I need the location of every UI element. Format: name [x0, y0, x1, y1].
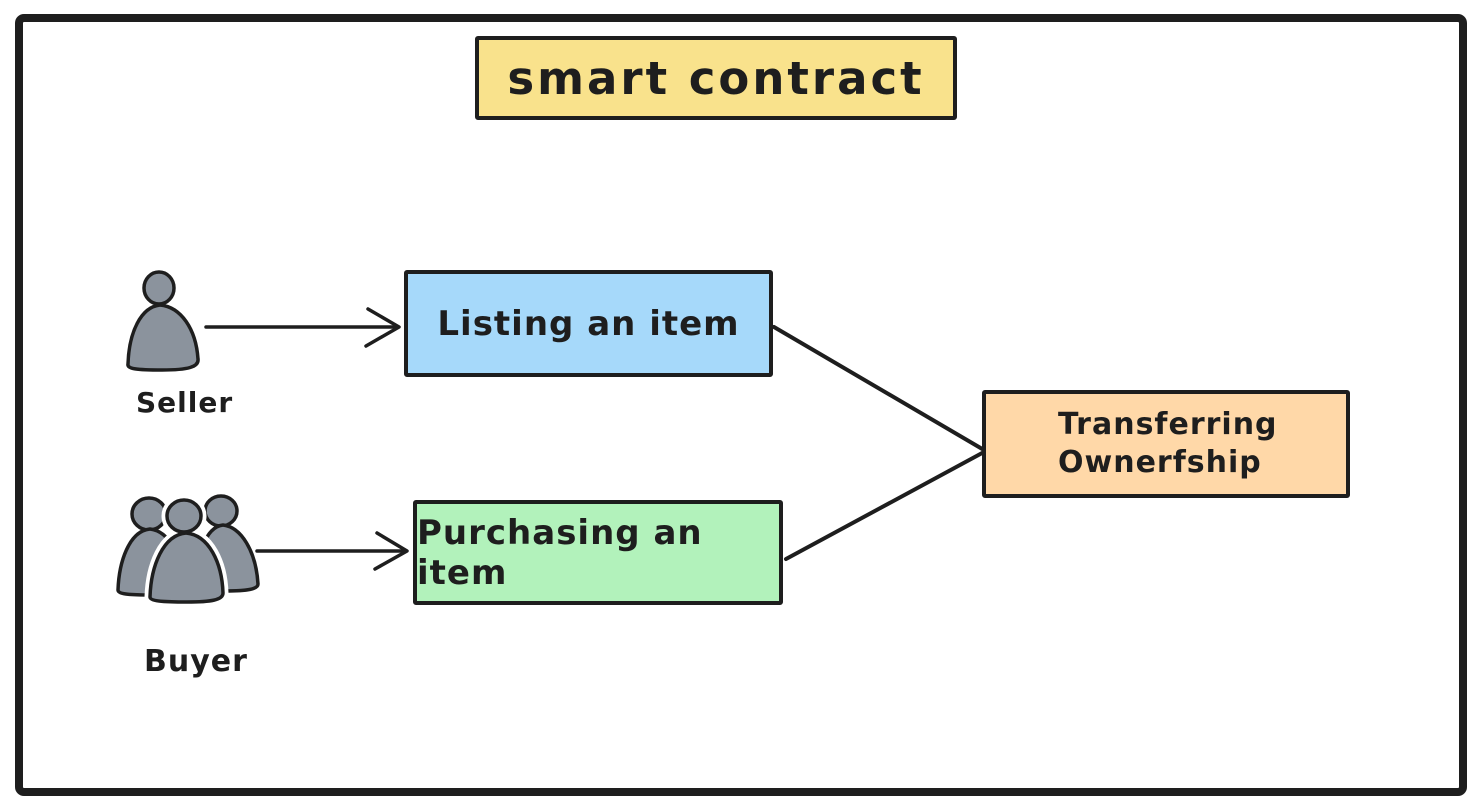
listing-box: Listing an item	[404, 270, 773, 377]
edge-purchasing-to-transferring	[784, 450, 986, 561]
listing-label: Listing an item	[437, 303, 740, 344]
edge-seller-to-listing	[204, 307, 401, 348]
transferring-label: Transferring Ownerfship	[1058, 406, 1278, 482]
person-icon	[126, 270, 200, 372]
purchasing-box: Purchasing an item	[413, 500, 783, 605]
buyer-label: Buyer	[144, 644, 248, 679]
people-group-icon	[116, 494, 260, 608]
transferring-box: Transferring Ownerfship	[982, 390, 1350, 498]
seller-label: Seller	[136, 386, 234, 419]
purchasing-label: Purchasing an item	[417, 512, 703, 593]
edge-listing-to-transferring	[772, 325, 986, 452]
transferring-label-line2: Ownerfship	[1058, 445, 1262, 480]
title-label: smart contract	[507, 51, 925, 105]
transferring-label-line1: Transferring	[1058, 407, 1278, 442]
title-box: smart contract	[475, 36, 957, 120]
edge-buyer-to-purchasing	[255, 531, 409, 571]
